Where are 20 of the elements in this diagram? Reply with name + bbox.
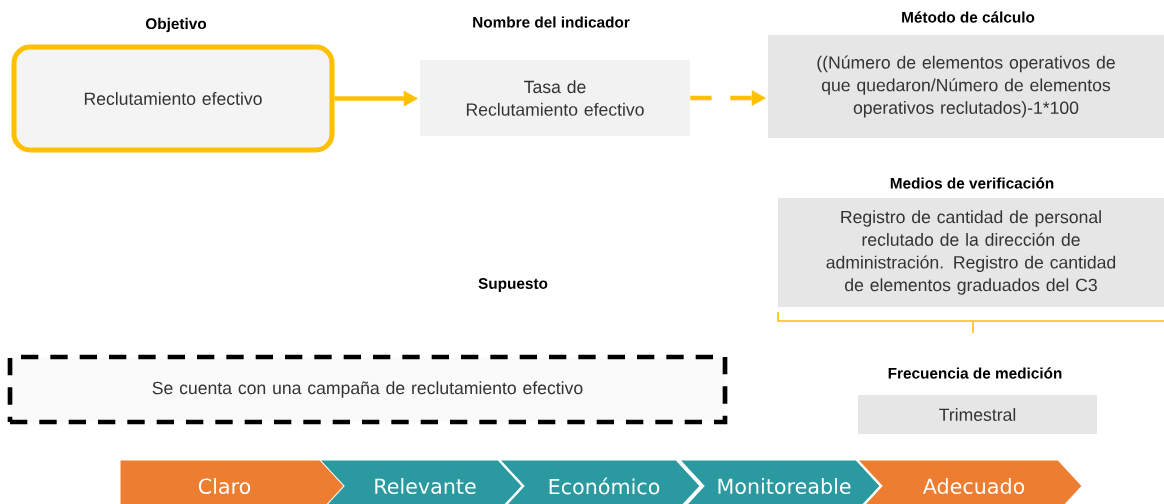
step-band: Claro	[119, 459, 346, 504]
text-box: Reclutamiento efectivo	[11, 44, 335, 153]
step-band: Monitoreable	[678, 459, 881, 504]
text-box: Tasa de Reclutamiento efectivo	[420, 60, 690, 136]
heading: Frecuencia de medición	[888, 367, 1062, 379]
heading: Objetivo	[145, 17, 207, 33]
node-label: Relevante	[375, 478, 476, 494]
node-label: Monitoreable	[718, 478, 851, 494]
heading: Medios de verificación	[890, 177, 1054, 189]
heading: Método de cálculo	[902, 11, 1035, 23]
assumption-box: Se cuenta con una campaña de reclutamiento efectivo	[7, 354, 728, 425]
heading: Supuesto	[478, 278, 548, 292]
text-box: ((Número de elementos operativos de que quedaron/Número de elementos operativos reclutados)-1*100	[768, 35, 1164, 138]
step-band: Adecuado	[856, 459, 1083, 504]
heading: Nombre del indicador	[473, 16, 630, 28]
node-label: Económico	[549, 477, 660, 495]
text-box: Trimestral	[858, 395, 1097, 434]
text-box: Registro de cantidad de personal reclutado de la dirección de administración. Registro de cantidad de elementos graduados del C3	[778, 198, 1164, 307]
step-band: Relevante	[318, 459, 523, 504]
step-band: Económico	[498, 459, 701, 504]
